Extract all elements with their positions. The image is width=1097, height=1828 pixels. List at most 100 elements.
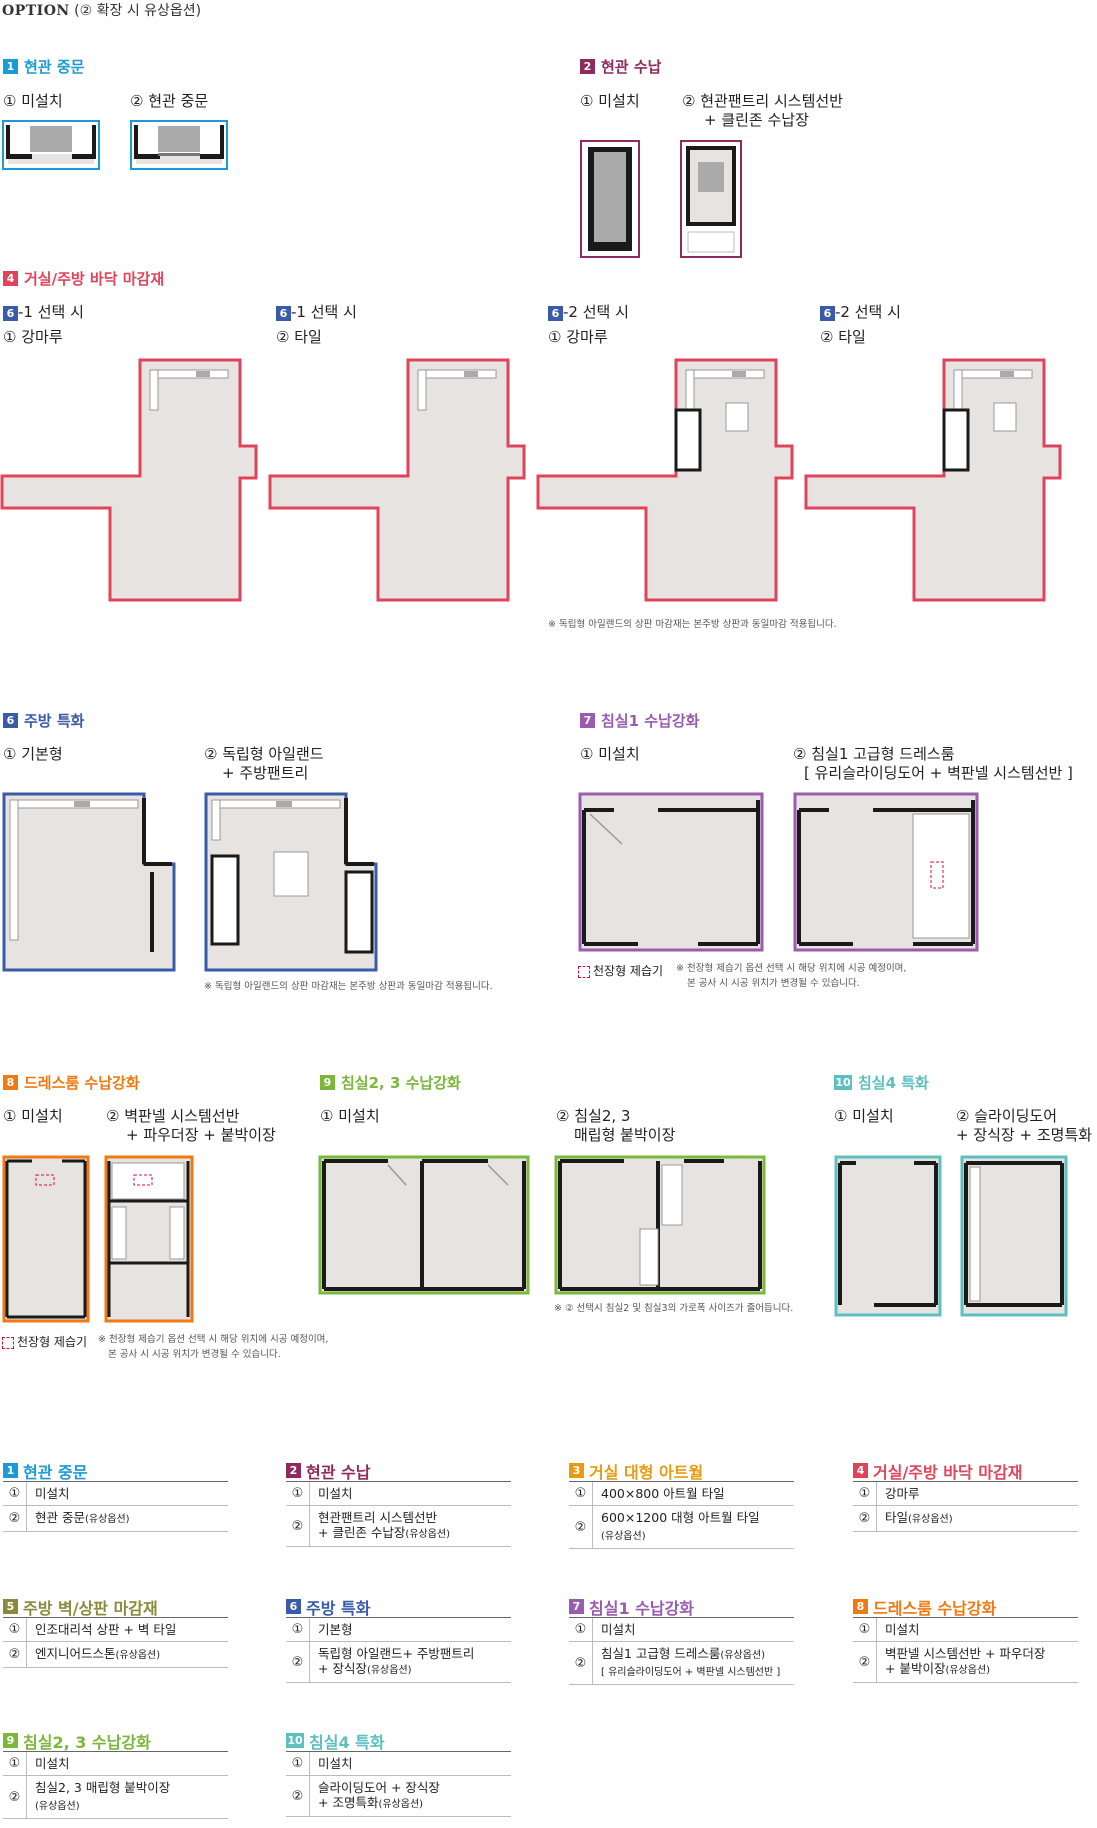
option-text: 침실1 고급형 드레스룸(유상옵션) [ 유리슬라이딩도어 + 벽판넬 시스템선…: [601, 1646, 781, 1678]
option-number: ②: [853, 1506, 877, 1531]
bedroom4-plan-sliding: [960, 1155, 1068, 1317]
option-text: 기본형: [318, 1622, 353, 1637]
option-text: 600×1200 대형 아트월 타일 (유상옵션): [601, 1510, 760, 1542]
option-note: (유상옵션) [ 유리슬라이딩도어 + 벽판넬 시스템선반 ]: [601, 1650, 781, 1678]
section-number: 9: [3, 1733, 18, 1748]
option-1: ① 미설치: [3, 1107, 63, 1125]
floor-option-1: ① 강마루: [3, 328, 63, 346]
section-label: 거실 대형 아트월: [589, 1462, 704, 1482]
option-text: 미설치: [318, 1756, 353, 1771]
dressroom-plan-none: [2, 1155, 90, 1323]
section-number: 1: [3, 1463, 18, 1478]
section-number: 8: [853, 1599, 868, 1614]
section-number: 1: [3, 59, 18, 74]
bedroom4-plan-none: [834, 1155, 942, 1317]
option-2: ② 침실1 고급형 드레스룸: [793, 745, 955, 763]
section-label: 드레스룸 수납강화: [873, 1598, 997, 1618]
floor-option-1-condition: 6-1 선택 시: [3, 303, 84, 322]
option-text: 400×800 아트월 타일: [601, 1486, 725, 1501]
option-number: ②: [3, 1506, 27, 1531]
section-label: 침실4 특화: [858, 1074, 929, 1092]
option-number: ②: [569, 1642, 593, 1684]
option-text: 타일(유상옵션): [885, 1510, 953, 1525]
section-number: 10: [286, 1733, 304, 1748]
option-number: ①: [853, 1482, 877, 1505]
section-label: 주방 특화: [24, 712, 85, 730]
option-1: ① 미설치: [580, 92, 640, 110]
option-text: 슬라이딩도어 + 장식장 + 조명특화(유상옵션): [318, 1780, 440, 1810]
option-note: (유상옵션): [115, 1650, 161, 1661]
option-number: ②: [286, 1776, 310, 1816]
option-number: ①: [286, 1618, 310, 1641]
table-row: ① 인조대리석 상판 + 벽 타일: [3, 1618, 228, 1642]
section-label: 드레스룸 수납강화: [24, 1074, 140, 1092]
dressroom-note-1: ※ 천장형 제습기 옵션 선택 시 해당 위치에 시공 예정이며,: [98, 1334, 329, 1345]
table-row: ① 미설치: [286, 1752, 511, 1776]
option-note: (유상옵션): [601, 1531, 646, 1542]
entrance-door-plan-installed: [130, 120, 228, 170]
dashed-box-icon: [578, 965, 590, 978]
ceiling-dehumidifier-legend: 천장형 제습기: [2, 1333, 87, 1352]
section-number: 6: [286, 1599, 301, 1614]
option-2-line2: + 주방팬트리: [222, 764, 309, 782]
option-1: ① 미설치: [320, 1107, 380, 1125]
floor-option-3: ① 강마루: [548, 328, 608, 346]
option-1: ① 미설치: [580, 745, 640, 763]
section-label: 현관 수납: [601, 58, 662, 76]
ref-badge: 6: [820, 306, 835, 321]
option-number: ②: [3, 1642, 27, 1667]
table-row: ② 타일(유상옵션): [853, 1506, 1078, 1532]
option-text: 미설치: [318, 1486, 353, 1501]
option-2: ② 현관 중문: [130, 92, 209, 110]
option-text: 인조대리석 상판 + 벽 타일: [35, 1622, 177, 1637]
option-note: (유상옵션): [908, 1514, 953, 1525]
option-number: ①: [3, 1618, 27, 1641]
option-1: ① 미설치: [3, 92, 63, 110]
option-text: 미설치: [35, 1486, 70, 1501]
option-number: ①: [286, 1752, 310, 1775]
ref-text: -2 선택 시: [563, 303, 629, 321]
option-2-line2: + 장식장 + 조명특화: [956, 1126, 1093, 1144]
floor-option-4-condition: 6-2 선택 시: [820, 303, 901, 322]
page-title: OPTION: [2, 3, 70, 19]
dressroom-plan-storage: [104, 1155, 194, 1323]
section-label: 거실/주방 바닥 마감재: [873, 1462, 1023, 1482]
option-2: ② 독립형 아일랜드: [204, 745, 324, 763]
ref-badge: 6: [276, 306, 291, 321]
option-number: ①: [286, 1482, 310, 1505]
option-text: 침실2, 3 매립형 붙박이장 (유상옵션): [35, 1780, 171, 1812]
floor-plan-3: [536, 358, 794, 602]
section-number: 8: [3, 1075, 18, 1090]
kitchen-plan-basic: [2, 792, 176, 972]
option-2: ② 현관팬트리 시스템선반: [682, 92, 843, 110]
option-2: ② 슬라이딩도어: [956, 1107, 1058, 1125]
kitchen-note: ※ 독립형 아일랜드의 상판 마감재는 본주방 상판과 동일마감 적용됩니다.: [204, 981, 493, 992]
option-2-line2: + 클린존 수납장: [704, 111, 809, 129]
floor-plan-2: [268, 358, 526, 602]
option-text: 미설치: [885, 1622, 920, 1637]
dressroom-note-2: 본 공사 시 시공 위치가 변경될 수 있습니다.: [108, 1349, 281, 1360]
option-note: (유상옵션): [366, 1665, 412, 1676]
option-note: (유상옵션): [405, 1529, 451, 1540]
